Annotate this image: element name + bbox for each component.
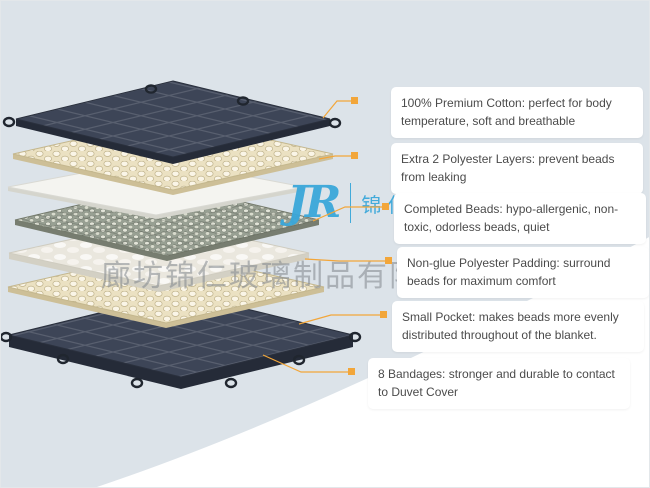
callout-polyester-padding: Non-glue Polyester Padding: surround bea… <box>397 247 649 298</box>
callout-marker-2 <box>351 152 358 159</box>
callout-text-polyester-padding: Non-glue Polyester Padding: surround bea… <box>407 256 611 288</box>
callout-text-bandages: 8 Bandages: stronger and durable to cont… <box>378 367 615 399</box>
callout-bandages: 8 Bandages: stronger and durable to cont… <box>368 358 630 409</box>
layer-top-quilted-cover <box>2 80 342 164</box>
callout-text-premium-cotton: 100% Premium Cotton: perfect for body te… <box>401 96 612 128</box>
callout-completed-beads: Completed Beads: hypo-allergenic, non-to… <box>394 193 646 244</box>
callout-marker-4 <box>385 257 392 264</box>
callout-text-completed-beads: Completed Beads: hypo-allergenic, non-to… <box>404 202 619 234</box>
callout-marker-5 <box>380 311 387 318</box>
brand-logo-jr: JR <box>287 177 341 228</box>
callout-extra-polyester-layers: Extra 2 Polyester Layers: prevent beads … <box>391 143 643 194</box>
callout-text-extra-polyester-layers: Extra 2 Polyester Layers: prevent beads … <box>401 152 615 184</box>
callout-marker-3 <box>382 203 389 210</box>
callout-marker-1 <box>351 97 358 104</box>
brand-divider <box>350 183 352 223</box>
callout-small-pocket: Small Pocket: makes beads more evenly di… <box>392 301 644 352</box>
callout-marker-6 <box>348 368 355 375</box>
callout-premium-cotton: 100% Premium Cotton: perfect for body te… <box>391 87 643 138</box>
callout-text-small-pocket: Small Pocket: makes beads more evenly di… <box>402 310 619 342</box>
bandage-loops-top <box>2 84 342 129</box>
